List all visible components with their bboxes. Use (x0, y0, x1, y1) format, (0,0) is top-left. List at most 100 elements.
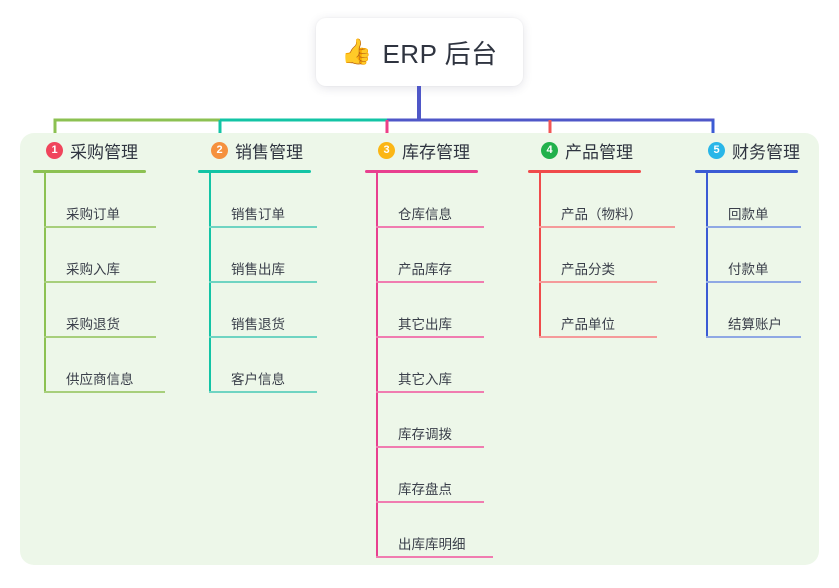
branch-column-销售管理: 2 销售管理销售订单销售出库销售退货客户信息 (198, 133, 348, 393)
branch-item[interactable]: 其它入库 (376, 338, 515, 393)
branch-column-库存管理: 3 库存管理仓库信息产品库存其它出库其它入库库存调拨库存盘点出库库明细 (365, 133, 515, 558)
branch-header-rule (33, 170, 146, 173)
branch-item-rule (44, 226, 156, 228)
branch-item-label: 结算账户 (728, 316, 782, 332)
branch-item-rule (376, 556, 493, 558)
branch-item[interactable]: 仓库信息 (376, 173, 515, 228)
branch-item[interactable]: 销售订单 (209, 173, 348, 228)
branch-item-label: 其它入库 (398, 371, 452, 387)
branch-spine (376, 173, 378, 558)
branch-item-label: 销售退货 (231, 316, 285, 332)
branches-panel (20, 133, 819, 565)
branch-item-list: 采购订单采购入库采购退货供应商信息 (44, 173, 183, 393)
branch-item[interactable]: 库存盘点 (376, 448, 515, 503)
branch-item-list: 仓库信息产品库存其它出库其它入库库存调拨库存盘点出库库明细 (376, 173, 515, 558)
branch-columns: 1 采购管理采购订单采购入库采购退货供应商信息 2 销售管理销售订单销售出库销售退货客… (20, 133, 819, 565)
branch-header-采购管理[interactable]: 1 采购管理 (33, 133, 183, 167)
branch-item-rule (706, 336, 801, 338)
branch-title: 产品管理 (565, 142, 633, 162)
branch-item-list: 回款单付款单结算账户 (706, 173, 835, 338)
branch-number-badge: 1 (46, 141, 63, 159)
branch-item-rule (376, 281, 484, 283)
branch-item[interactable]: 产品库存 (376, 228, 515, 283)
branch-spine (209, 173, 211, 393)
branch-item[interactable]: 采购退货 (44, 283, 183, 338)
branch-header-rule (695, 170, 798, 173)
branch-item-list: 销售订单销售出库销售退货客户信息 (209, 173, 348, 393)
branch-item-rule (376, 336, 484, 338)
branch-item[interactable]: 付款单 (706, 228, 835, 283)
branch-item-list: 产品（物料） 产品分类产品单位 (539, 173, 678, 338)
branch-item[interactable]: 客户信息 (209, 338, 348, 393)
branch-item-label: 库存调拨 (398, 426, 452, 442)
branch-header-库存管理[interactable]: 3 库存管理 (365, 133, 515, 167)
branch-item-rule (44, 391, 165, 393)
branch-item-rule (209, 281, 317, 283)
branch-item-label: 采购退货 (66, 316, 120, 332)
branch-item-rule (539, 226, 675, 228)
branch-item[interactable]: 销售退货 (209, 283, 348, 338)
branch-spine (539, 173, 541, 338)
branch-title: 财务管理 (732, 142, 800, 162)
branch-title: 库存管理 (402, 142, 470, 162)
root-node-erp-backend[interactable]: 👍 ERP 后台 (316, 18, 523, 86)
root-node-label: ERP 后台 (382, 38, 498, 69)
branch-item-label: 采购入库 (66, 261, 120, 277)
branch-item[interactable]: 采购入库 (44, 228, 183, 283)
branch-header-产品管理[interactable]: 4 产品管理 (528, 133, 678, 167)
branch-number-badge: 3 (378, 141, 395, 159)
branch-item-label: 付款单 (728, 261, 769, 277)
branch-item-label: 库存盘点 (398, 481, 452, 497)
thumbs-up-icon: 👍 (341, 37, 373, 66)
branch-item-label: 回款单 (728, 206, 769, 222)
branch-item[interactable]: 出库库明细 (376, 503, 515, 558)
branch-header-rule (365, 170, 478, 173)
branch-item-rule (376, 501, 484, 503)
branch-item-label: 产品（物料） (561, 206, 642, 222)
branch-item[interactable]: 采购订单 (44, 173, 183, 228)
branch-item-label: 产品单位 (561, 316, 615, 332)
branch-header-rule (198, 170, 311, 173)
branch-header-销售管理[interactable]: 2 销售管理 (198, 133, 348, 167)
branch-item-label: 客户信息 (231, 371, 285, 387)
branch-title: 销售管理 (235, 142, 303, 162)
branch-spine (706, 173, 708, 338)
branch-item-rule (376, 226, 484, 228)
branch-item-rule (209, 391, 317, 393)
branch-item-rule (44, 281, 156, 283)
branch-item[interactable]: 结算账户 (706, 283, 835, 338)
branch-item-label: 供应商信息 (66, 371, 134, 387)
branch-item-label: 销售订单 (231, 206, 285, 222)
branch-item-rule (209, 336, 317, 338)
branch-header-rule (528, 170, 641, 173)
branch-column-产品管理: 4 产品管理产品（物料） 产品分类产品单位 (528, 133, 678, 338)
branch-title: 采购管理 (70, 142, 138, 162)
branch-item-label: 产品分类 (561, 261, 615, 277)
branch-number-badge: 2 (211, 141, 228, 159)
branch-item[interactable]: 产品分类 (539, 228, 678, 283)
branch-number-badge: 4 (541, 141, 558, 159)
branch-item-rule (706, 226, 801, 228)
branch-item-rule (209, 226, 317, 228)
branch-item-label: 仓库信息 (398, 206, 452, 222)
branch-item[interactable]: 库存调拨 (376, 393, 515, 448)
branch-item-label: 其它出库 (398, 316, 452, 332)
branch-item[interactable]: 产品（物料） (539, 173, 678, 228)
branch-item-rule (539, 336, 657, 338)
branch-item-label: 采购订单 (66, 206, 120, 222)
branch-item[interactable]: 产品单位 (539, 283, 678, 338)
branch-item[interactable]: 供应商信息 (44, 338, 183, 393)
branch-spine (44, 173, 46, 393)
branch-item[interactable]: 回款单 (706, 173, 835, 228)
branch-item-rule (376, 446, 484, 448)
branch-item[interactable]: 其它出库 (376, 283, 515, 338)
branch-column-采购管理: 1 采购管理采购订单采购入库采购退货供应商信息 (33, 133, 183, 393)
branch-item-label: 出库库明细 (398, 536, 466, 552)
branch-item-label: 销售出库 (231, 261, 285, 277)
branch-item-rule (539, 281, 657, 283)
branch-item[interactable]: 销售出库 (209, 228, 348, 283)
branch-item-rule (376, 391, 484, 393)
